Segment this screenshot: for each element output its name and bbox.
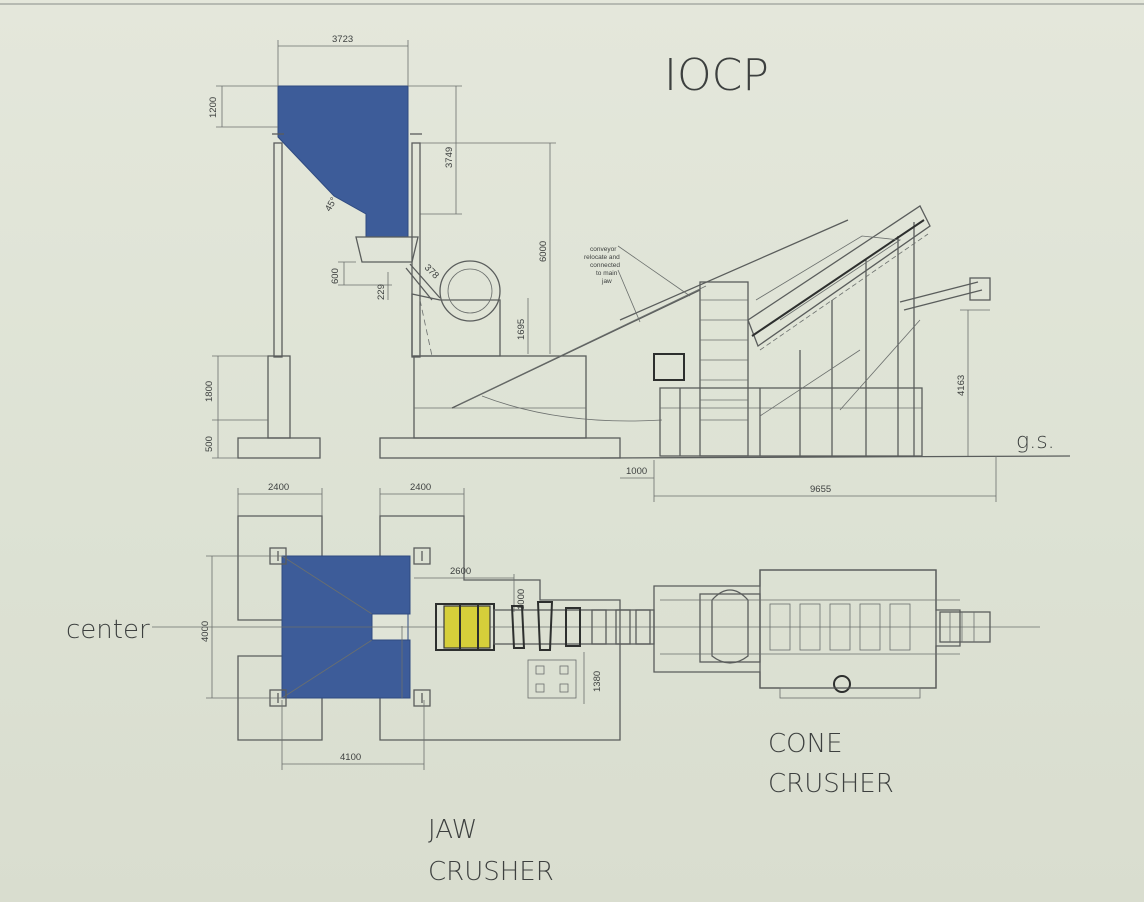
- plan-foundation-right: [379, 515, 621, 741]
- dim-plan-depth: 4000: [200, 621, 211, 642]
- dim-hopper-depth: 3749: [444, 147, 455, 168]
- dim-offset: 1000: [626, 466, 647, 477]
- conveyor-belt-upper: [619, 219, 849, 321]
- crusher-foundation-base: [379, 437, 621, 459]
- cone-crusher-label-line2: CRUSHER: [768, 769, 894, 799]
- dim-plan-panel: 1380: [592, 671, 603, 692]
- conveyor-note: conveyor relocate and connected to main …: [584, 245, 691, 323]
- chute: [355, 236, 419, 263]
- column-foundation: [267, 355, 291, 439]
- svg-text:relocate and: relocate and: [584, 254, 620, 261]
- dim-jaw-base: 1695: [516, 319, 527, 340]
- jaw-crusher-plan-highlight: [443, 605, 491, 649]
- dim-support-height: 6000: [538, 241, 549, 262]
- svg-text:jaw: jaw: [601, 278, 612, 285]
- dim-foot-height: 1800: [204, 381, 215, 402]
- jaw-crusher-label-line1: JAW: [428, 815, 477, 845]
- control-panel-plan: [527, 659, 577, 699]
- dim-plant-length: 9655: [810, 484, 831, 495]
- plan-view: 2400 2400 4000 4100 2600: [66, 482, 1040, 887]
- dim-chute-height: 600: [330, 268, 341, 284]
- column-marker: [413, 547, 431, 565]
- dim-plan-span: 4100: [340, 752, 361, 763]
- cone-crusher-label-line1: CONE: [768, 729, 843, 759]
- cone-plant-elevation: [653, 205, 991, 457]
- ground-line: [599, 455, 1071, 459]
- svg-text:to main: to main: [596, 270, 618, 277]
- crusher-foundation: [413, 355, 587, 439]
- column-marker: [413, 689, 431, 707]
- cone-crusher-plan: [653, 569, 991, 699]
- dim-hopper-top: 1200: [208, 97, 219, 118]
- support-column-right: [411, 142, 421, 358]
- jaw-crusher-body: [411, 293, 501, 357]
- elevation-view: 3723 1200 3749 6000 45° 600 229 378: [204, 34, 1071, 502]
- drawing-title: IOCP: [664, 50, 769, 101]
- dim-plan-right-width: 2400: [410, 482, 431, 493]
- svg-text:conveyor: conveyor: [590, 246, 617, 253]
- dim-hopper-width: 3723: [332, 34, 353, 45]
- dim-plan-left-width: 2400: [268, 482, 289, 493]
- support-column-left: [273, 142, 283, 358]
- jaw-crusher-label-line2: CRUSHER: [428, 857, 554, 887]
- feed-hopper-elevation: [277, 85, 409, 238]
- dim-chute-width: 229: [376, 284, 387, 300]
- dim-screen-height: 4163: [956, 375, 967, 396]
- dim-plan-jaw-length: 2600: [450, 566, 471, 577]
- dim-foot-depth: 500: [204, 436, 215, 452]
- dim-plan-jaw-width: 1000: [516, 589, 527, 610]
- svg-text:connected: connected: [590, 262, 620, 269]
- jaw-flywheel: [439, 260, 501, 322]
- center-label: center: [66, 615, 150, 645]
- dim-chute-diagonal: 378: [422, 262, 441, 281]
- ground-surface-label: g.s.: [1016, 429, 1055, 454]
